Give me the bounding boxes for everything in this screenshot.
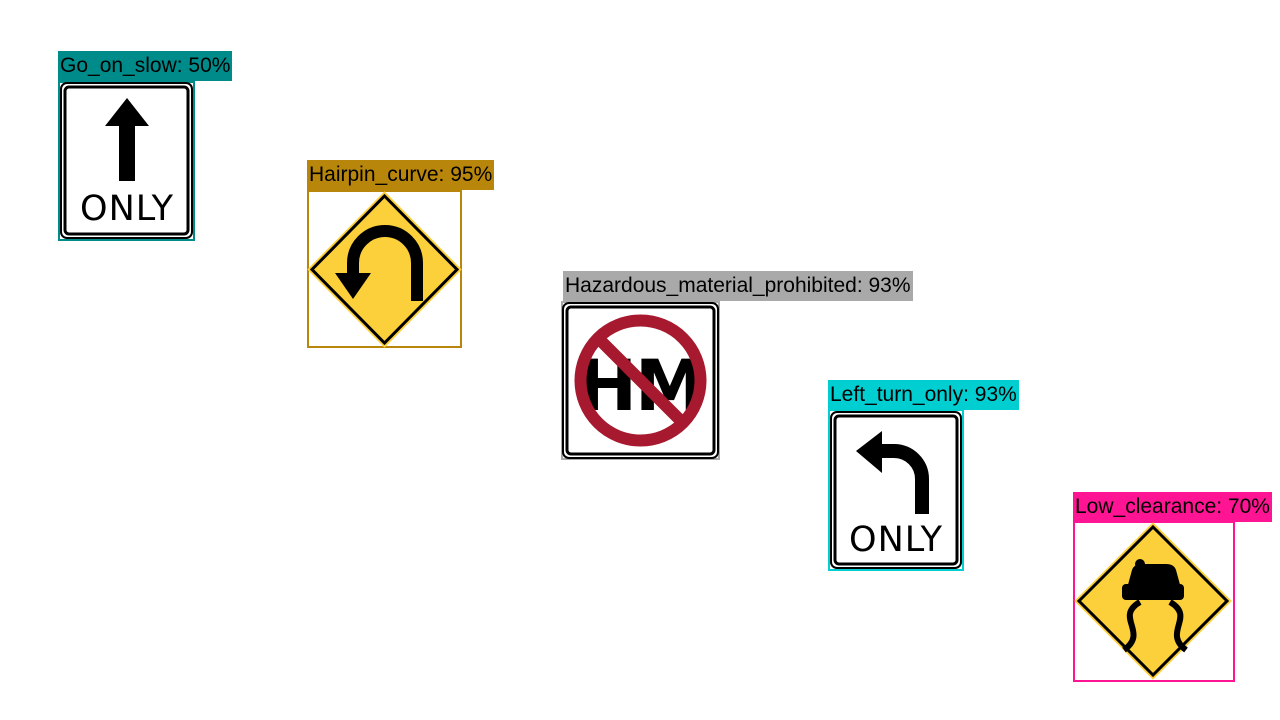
straight-only-sign: ONLY — [60, 82, 193, 239]
sign-text: ONLY — [849, 520, 943, 560]
hazardous-material-prohibited-sign: HM — [562, 302, 719, 459]
left-turn-only-sign: ONLY — [830, 411, 962, 569]
detection-label-left-turn-only: Left_turn_only: 93% — [828, 380, 1019, 410]
detection-box-low-clearance — [1073, 521, 1235, 682]
detection-label-low-clearance: Low_clearance: 70% — [1073, 492, 1272, 522]
hairpin-arrow-icon — [335, 225, 423, 301]
sign-text: ONLY — [80, 189, 174, 229]
arrow-up-icon — [105, 98, 149, 181]
detection-label-hazardous-material-prohibited: Hazardous_material_prohibited: 93% — [563, 271, 913, 301]
left-turn-arrow-icon — [856, 431, 929, 514]
detection-label-hairpin-curve: Hairpin_curve: 95% — [307, 160, 495, 190]
skidding-car-icon — [1122, 559, 1189, 653]
slippery-road-sign — [1074, 522, 1232, 680]
detection-label-go-on-slow: Go_on_slow: 50% — [58, 51, 233, 81]
prohibition-circle-icon — [574, 314, 707, 447]
hairpin-curve-sign — [307, 191, 462, 348]
detection-box-left-turn-only — [828, 409, 964, 571]
